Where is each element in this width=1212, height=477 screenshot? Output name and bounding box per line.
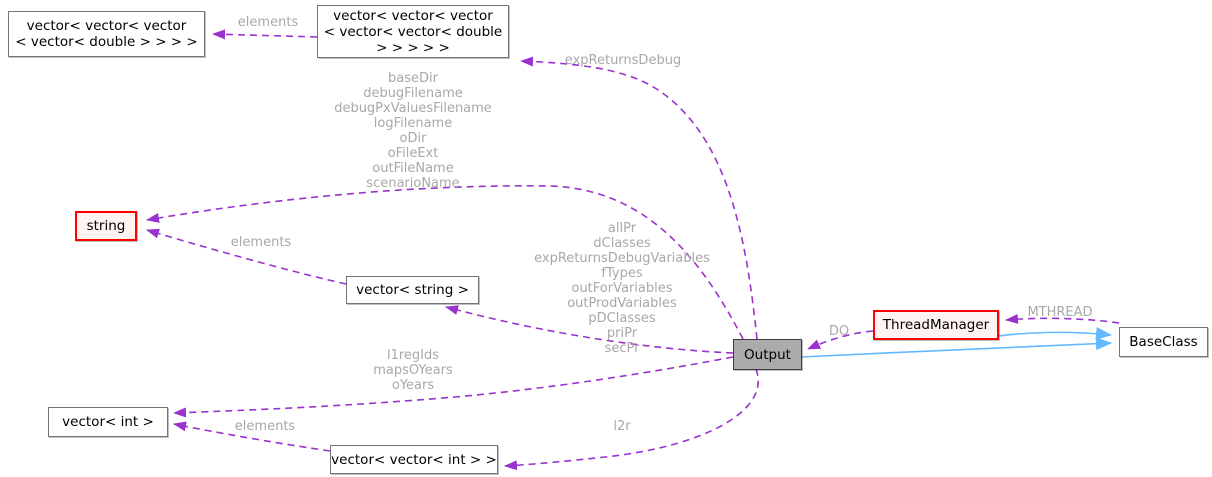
edge-label-output-vecstring-members: allPr dClasses expReturnsDebugVariables … [534, 221, 710, 356]
edge-label-elements-vecvecint-vecint: elements [234, 419, 296, 434]
edge-output-to-vecint [173, 356, 734, 418]
edge-vecstring-to-string [146, 228, 347, 285]
class-node-baseclass[interactable]: BaseClass [1119, 327, 1208, 357]
class-node-vector-int[interactable]: vector< int > [48, 407, 168, 437]
edge-output-to-string [146, 185, 744, 340]
edge-vec5-to-vec4 [212, 29, 318, 40]
edge-label-mthread: MTHREAD [1027, 305, 1093, 320]
edge-output-to-vecvecint [504, 368, 759, 471]
class-node-vector5-double[interactable]: vector< vector< vector < vector< vector<… [317, 5, 509, 58]
class-node-string[interactable]: string [75, 211, 137, 241]
class-node-vector-vector-int[interactable]: vector< vector< int > > [330, 445, 498, 474]
edge-threadmanager-inherits-baseclass [979, 327, 1112, 340]
edge-label-output-string-members: baseDir debugFilename debugPxValuesFilen… [334, 71, 492, 191]
edge-output-to-vec5 [520, 56, 758, 340]
edge-label-elements-vec5-vec4: elements [237, 15, 299, 30]
edge-threadmanager-to-output [807, 330, 874, 350]
edge-label-do: DO [828, 324, 850, 339]
class-node-vector4-double[interactable]: vector< vector< vector < vector< double … [8, 11, 205, 57]
edge-vecvecint-to-vecint [173, 421, 331, 452]
class-node-output: Output [733, 339, 802, 370]
class-node-threadmanager[interactable]: ThreadManager [873, 310, 999, 340]
edge-baseclass-to-threadmanager [1005, 313, 1120, 324]
class-node-vector-string[interactable]: vector< string > [346, 276, 479, 304]
edge-output-to-vecstring [445, 305, 734, 354]
edge-label-elements-vecstring-string: elements [230, 235, 292, 250]
edge-label-l2r: l2r [613, 419, 631, 434]
edge-label-expreturnsdebug: expReturnsDebug [564, 53, 682, 68]
edge-label-output-vecint-members: l1regIds mapsOYears oYears [373, 348, 453, 393]
edge-output-inherits-baseclass [800, 337, 1112, 358]
